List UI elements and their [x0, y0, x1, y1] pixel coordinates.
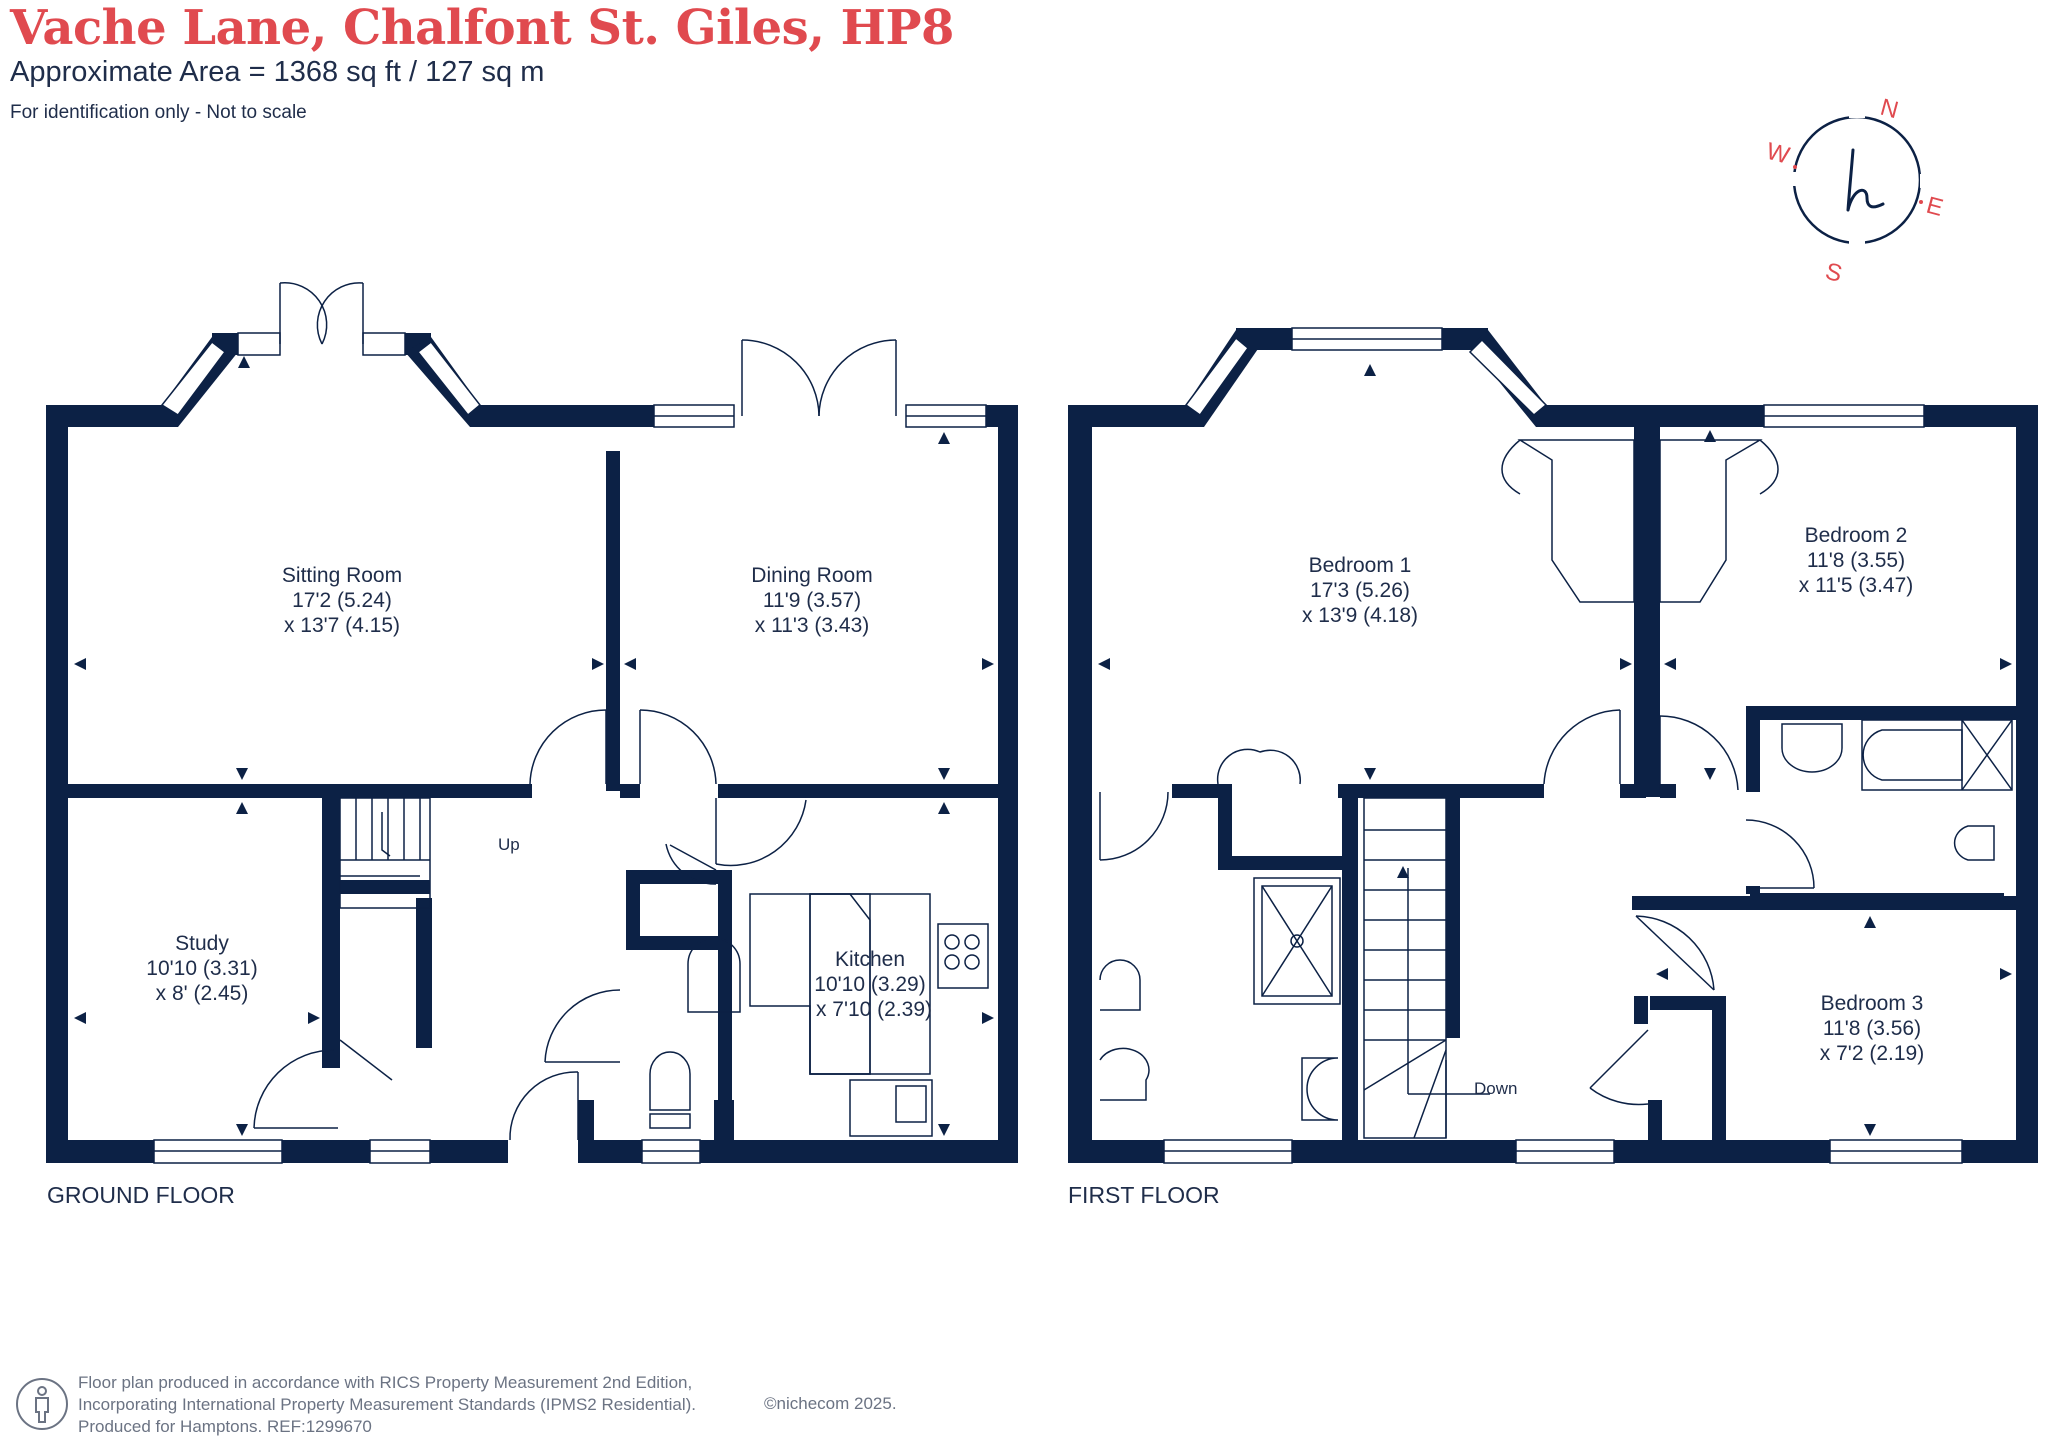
study-dim1: 10'10 (3.31): [146, 957, 257, 980]
kitchen-dim2: x 7'10 (2.39): [816, 998, 932, 1021]
identification-note: For identification only - Not to scale: [10, 102, 307, 123]
bedroom-3-dim1: 11'8 (3.56): [1823, 1017, 1921, 1040]
copyright: ©nichecom 2025.: [764, 1394, 897, 1413]
compass-south: S: [1822, 258, 1844, 288]
person-scale-icon: [16, 1378, 68, 1430]
ground-floor-walls: [46, 333, 1018, 1163]
footer-line-2: Incorporating International Property Mea…: [78, 1395, 696, 1414]
first-floor-dimension-arrows: [1098, 364, 2012, 1136]
monogram-h-icon: [1846, 148, 1885, 212]
ground-floor-label: GROUND FLOOR: [47, 1182, 235, 1208]
footer-line-1: Floor plan produced in accordance with R…: [78, 1373, 693, 1392]
footer-notes: Floor plan produced in accordance with R…: [78, 1372, 696, 1438]
dining-room-name: Dining Room: [751, 564, 872, 587]
compass-north: N: [1877, 94, 1901, 125]
bedroom-1-dim2: x 13'9 (4.18): [1302, 604, 1418, 627]
kitchen-dim1: 10'10 (3.29): [814, 973, 925, 996]
compass-logo: N E S W: [1763, 94, 1945, 288]
first-floor-walls: [1068, 328, 2038, 1163]
stairs-up-label: Up: [498, 835, 520, 854]
first-floor-fixtures: [1099, 327, 2013, 1164]
sitting-room-dim1: 17'2 (5.24): [292, 589, 392, 612]
compass-east: E: [1923, 192, 1945, 222]
sitting-room-name: Sitting Room: [282, 564, 402, 587]
bedroom-3-name: Bedroom 3: [1821, 992, 1924, 1015]
page-title: Vache Lane, Chalfont St. Giles, HP8: [10, 0, 954, 56]
study-name: Study: [175, 932, 229, 955]
study-dim2: x 8' (2.45): [156, 982, 249, 1005]
bedroom-3-dim2: x 7'2 (2.19): [1820, 1042, 1924, 1065]
bedroom-2-dim1: 11'8 (3.55): [1807, 549, 1905, 572]
bedroom-2-dim2: x 11'5 (3.47): [1799, 574, 1914, 597]
stairs-down-label: Down: [1474, 1079, 1517, 1098]
dining-room-dim2: x 11'3 (3.43): [755, 614, 870, 637]
approximate-area: Approximate Area = 1368 sq ft / 127 sq m: [10, 56, 545, 88]
bedroom-2-name: Bedroom 2: [1805, 524, 1908, 547]
bedroom-1-dim1: 17'3 (5.26): [1310, 579, 1410, 602]
ground-floor-fixtures: [153, 281, 989, 1164]
dining-room-dim1: 11'9 (3.57): [763, 589, 861, 612]
kitchen-name: Kitchen: [835, 948, 905, 971]
sitting-room-dim2: x 13'7 (4.15): [284, 614, 400, 637]
first-floor-label: FIRST FLOOR: [1068, 1182, 1220, 1208]
ground-floor-dimension-arrows: [74, 356, 994, 1136]
footer-line-3: Produced for Hamptons. REF:1299670: [78, 1417, 372, 1436]
bedroom-1-name: Bedroom 1: [1309, 554, 1412, 577]
